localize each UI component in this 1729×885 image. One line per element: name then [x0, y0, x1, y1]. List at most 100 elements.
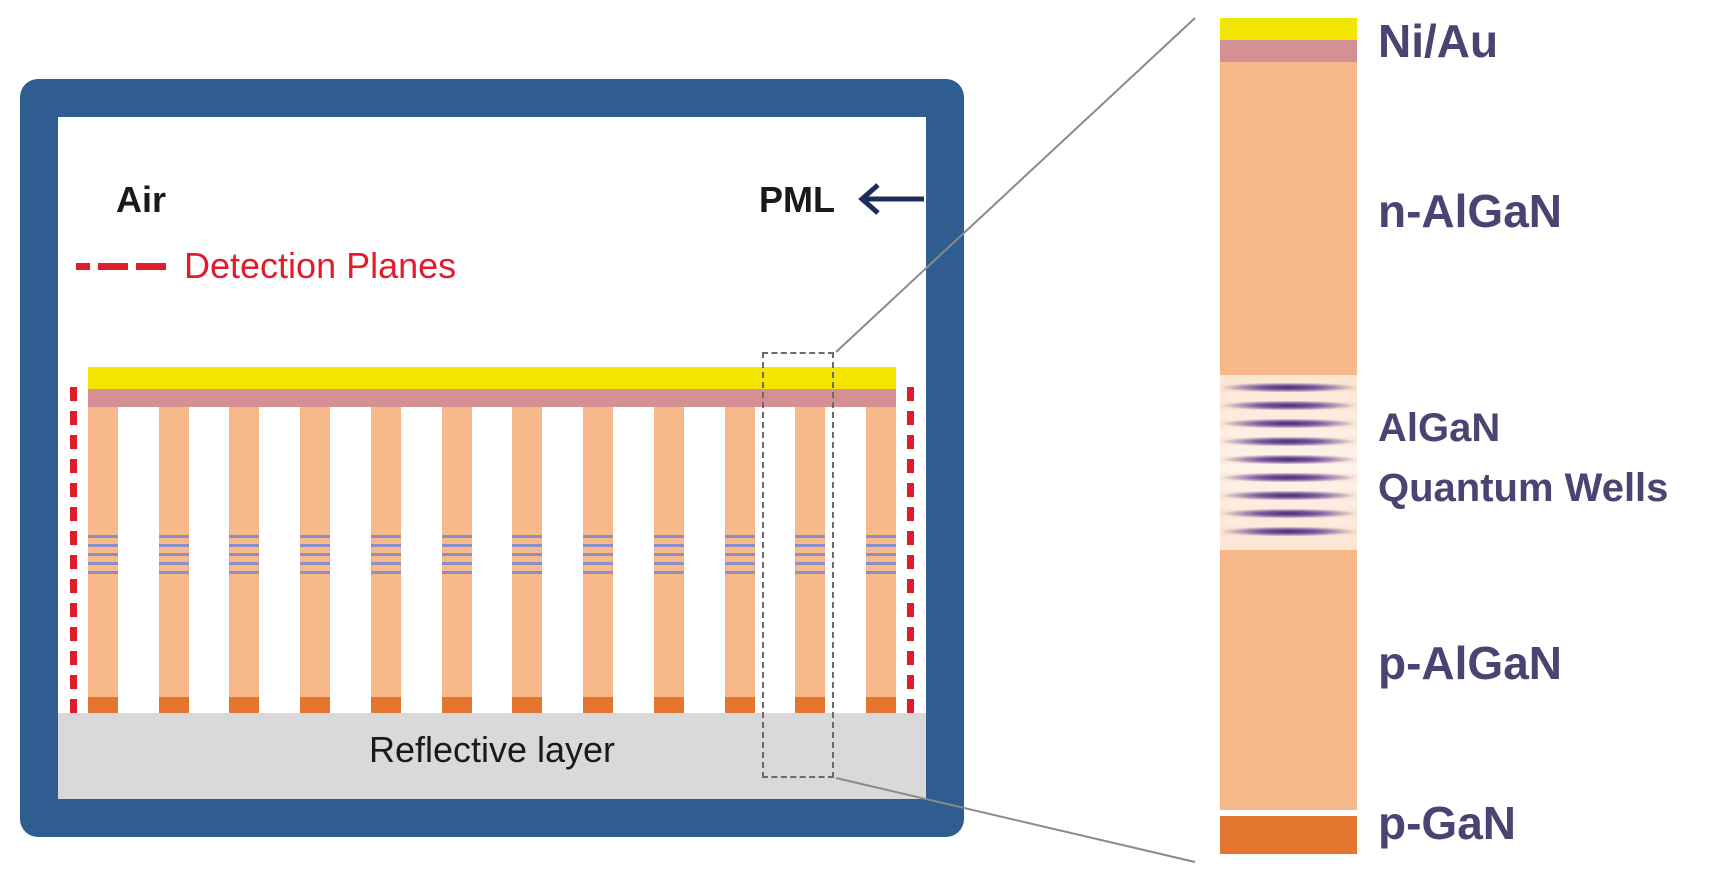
simulation-domain: Air PML Detection Planes Reflective laye… — [58, 117, 926, 799]
quantum-well-band — [1220, 491, 1357, 500]
quantum-well-line — [300, 544, 330, 547]
p-gan-layer — [1220, 816, 1357, 854]
quantum-well-line — [654, 562, 684, 565]
quantum-well-band — [1220, 527, 1357, 536]
quantum-well-line — [442, 562, 472, 565]
quantum-well-line — [866, 571, 896, 574]
quantum-well-band — [1220, 419, 1357, 428]
quantum-well-line — [442, 571, 472, 574]
quantum-well-line — [654, 544, 684, 547]
contact-interlayer — [1220, 40, 1357, 62]
quantum-well-line — [866, 535, 896, 538]
quantum-well-line — [866, 553, 896, 556]
p-gan-segment — [795, 697, 825, 713]
layer-gap — [1220, 810, 1357, 816]
p-gan-segment — [512, 697, 542, 713]
reflective-layer — [58, 713, 926, 799]
p-gan-segment — [229, 697, 259, 713]
quantum-well-line — [725, 562, 755, 565]
nanopillar — [300, 407, 330, 713]
quantum-well-line — [300, 562, 330, 565]
detection-plane-right — [907, 387, 914, 717]
detection-legend: Detection Planes — [76, 245, 456, 287]
quantum-well-line — [159, 544, 189, 547]
dash-marker — [136, 262, 166, 270]
p-algan-label: p-AlGaN — [1378, 637, 1562, 689]
nanopillar — [866, 407, 896, 713]
pml-label: PML — [759, 179, 835, 220]
reflective-layer-label: Reflective layer — [368, 729, 616, 770]
nanopillar — [442, 407, 472, 713]
quantum-well-band — [1220, 401, 1357, 410]
quantum-well-line — [442, 553, 472, 556]
quantum-well-line — [725, 553, 755, 556]
quantum-well-line — [371, 571, 401, 574]
nanopillar — [512, 407, 542, 713]
quantum-well-line — [300, 571, 330, 574]
nanopillar — [583, 407, 613, 713]
zoom-selection-box — [762, 352, 834, 778]
nanopillar — [795, 407, 825, 713]
quantum-well-band — [1220, 437, 1357, 446]
p-gan-segment — [583, 697, 613, 713]
p-gan-segment — [88, 697, 118, 713]
quantum-well-band — [1220, 509, 1357, 518]
quantum-well-line — [159, 553, 189, 556]
quantum-well-line — [88, 544, 118, 547]
quantum-well-line — [512, 535, 542, 538]
p-gan-segment — [159, 697, 189, 713]
quantum-well-line — [442, 544, 472, 547]
quantum-well-line — [371, 544, 401, 547]
arrow-left-icon — [858, 183, 924, 215]
p-algan-layer — [1220, 550, 1357, 810]
quantum-well-line — [583, 544, 613, 547]
air-label: Air — [116, 179, 167, 220]
nanopillar — [88, 407, 118, 713]
quantum-well-line — [229, 571, 259, 574]
quantum-well-line — [512, 553, 542, 556]
p-gan-label: p-GaN — [1378, 797, 1516, 849]
dash-marker — [98, 262, 128, 270]
quantum-well-line — [88, 535, 118, 538]
nanopillar — [229, 407, 259, 713]
quantum-well-line — [371, 553, 401, 556]
p-gan-segment — [866, 697, 896, 713]
p-gan-segment — [300, 697, 330, 713]
n-algan-label: n-AlGaN — [1378, 185, 1562, 237]
ni-au-contact-layer — [88, 367, 896, 389]
layer-stack — [1220, 18, 1357, 854]
quantum-well-line — [229, 553, 259, 556]
dash-marker — [76, 262, 90, 270]
quantum-well-line — [725, 535, 755, 538]
quantum-well-line — [371, 562, 401, 565]
detection-plane-left — [70, 387, 77, 717]
quantum-well-line — [583, 562, 613, 565]
quantum-well-line — [442, 535, 472, 538]
quantum-well-line — [512, 571, 542, 574]
quantum-well-line — [866, 544, 896, 547]
quantum-well-line — [795, 535, 825, 538]
pml-boundary-frame: Air PML Detection Planes Reflective laye… — [20, 79, 964, 837]
quantum-well-line — [88, 571, 118, 574]
quantum-well-line — [583, 553, 613, 556]
nanopillar — [371, 407, 401, 713]
qw-label-line2: Quantum Wells — [1378, 466, 1669, 510]
quantum-well-line — [229, 535, 259, 538]
p-gan-segment — [371, 697, 401, 713]
qw-label-line1: AlGaN — [1378, 406, 1501, 450]
contact-interlayer — [88, 389, 896, 407]
quantum-well-line — [229, 562, 259, 565]
quantum-well-band — [1220, 383, 1357, 392]
quantum-well-line — [229, 544, 259, 547]
quantum-well-line — [795, 544, 825, 547]
quantum-well-line — [371, 535, 401, 538]
quantum-well-line — [300, 535, 330, 538]
n-algan-layer — [1220, 62, 1357, 375]
quantum-well-line — [88, 562, 118, 565]
quantum-well-line — [159, 562, 189, 565]
quantum-well-line — [583, 571, 613, 574]
nanopillar — [159, 407, 189, 713]
quantum-well-line — [795, 571, 825, 574]
quantum-well-line — [725, 544, 755, 547]
quantum-well-line — [88, 553, 118, 556]
